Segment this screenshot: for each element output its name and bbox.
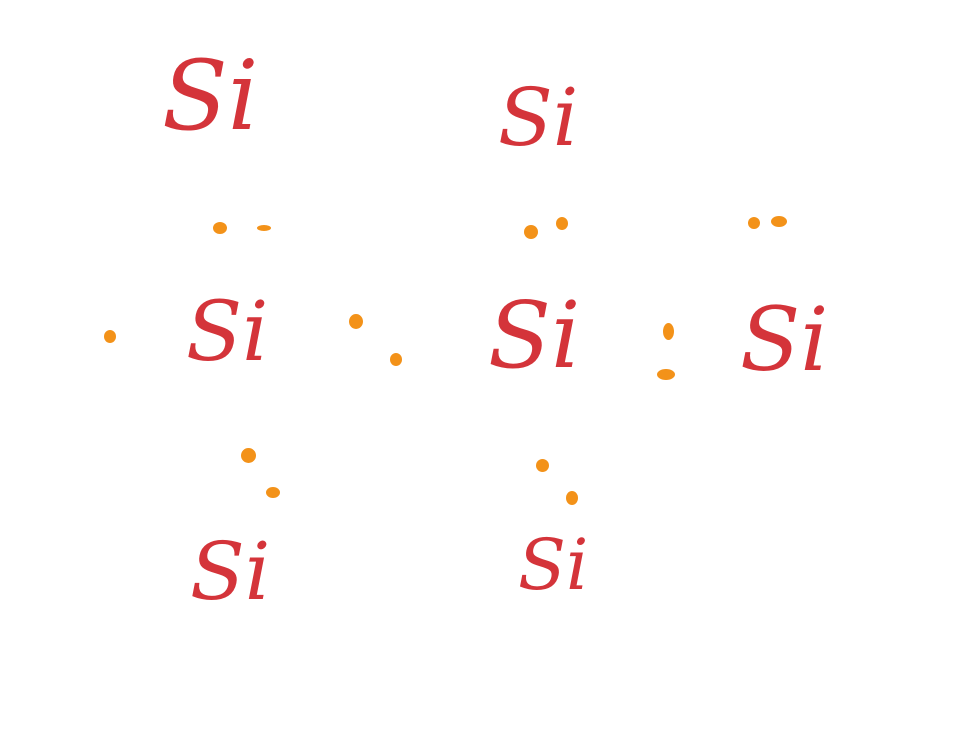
si-atom-middle-right: Si xyxy=(740,288,829,391)
si-atom-bottom-center: Si xyxy=(518,524,589,606)
electron-dot xyxy=(771,216,787,227)
si-atom-middle-center: Si xyxy=(488,282,581,389)
electron-dot xyxy=(536,459,549,472)
electron-dot xyxy=(657,369,675,380)
si-atom-middle-left: Si xyxy=(186,285,269,380)
si-atom-bottom-left: Si xyxy=(190,525,271,618)
electron-dot xyxy=(104,330,116,343)
electron-dot xyxy=(566,491,578,505)
electron-dot xyxy=(266,487,280,498)
electron-dot xyxy=(663,323,674,340)
electron-dot xyxy=(390,353,402,366)
electron-dot xyxy=(241,448,256,463)
si-atom-top-center: Si xyxy=(498,71,579,164)
electron-dot xyxy=(524,225,538,239)
electron-dot xyxy=(349,314,363,329)
electron-dot xyxy=(556,217,568,230)
electron-dot xyxy=(257,225,271,231)
si-atom-top-left: Si xyxy=(162,40,259,152)
electron-dot xyxy=(213,222,227,234)
electron-dot xyxy=(748,217,760,229)
